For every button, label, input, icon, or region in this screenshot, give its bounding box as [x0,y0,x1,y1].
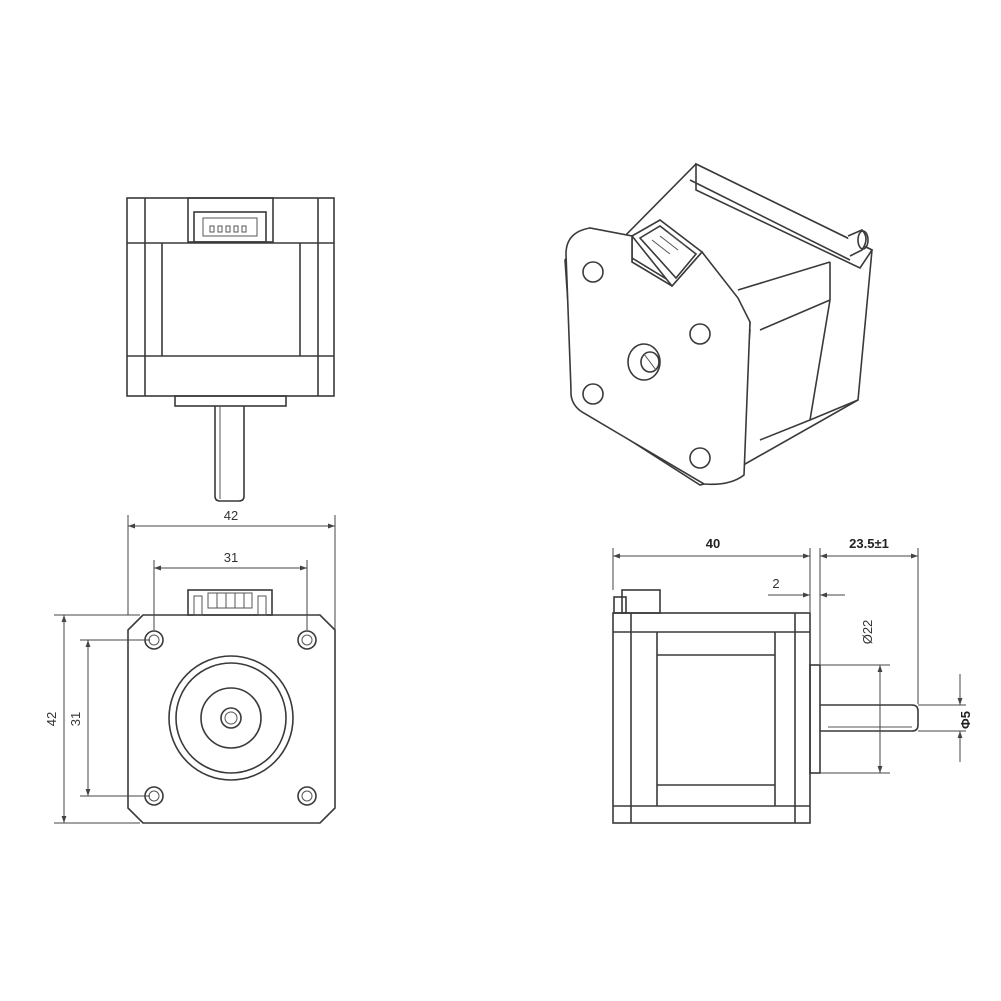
side-view [612,589,919,824]
mounting-hole [297,786,317,806]
dim-boss-thickness: 2 [772,576,779,591]
shaft-top-view [214,406,245,502]
dim-front-height: 42 [44,712,59,726]
connector-front-view [187,589,273,616]
front-dimensions [54,515,336,824]
dim-body-length: 40 [706,536,720,551]
dim-hole-pitch-horizontal: 31 [224,550,238,565]
shaft-side-view [820,704,919,732]
dim-front-width: 42 [224,508,238,523]
connector-top-view [187,197,274,243]
isometric-view [564,162,874,486]
boss-inner [175,662,287,774]
dim-hole-pitch-vertical: 31 [68,712,83,726]
top-view [126,197,335,502]
dim-shaft-diameter: Φ5 [958,711,973,729]
side-dimensions [612,548,966,774]
dim-boss-diameter: Ø22 [860,620,875,645]
dim-shaft-length: 23.5±1 [849,536,889,551]
mounting-hole [297,630,317,650]
boss-side-view [809,664,821,774]
shaft-iso [847,229,869,257]
front-view [127,589,336,824]
connector-iso [630,219,704,288]
shaft-end [220,707,242,729]
boss-outer [168,655,294,781]
connector-side-view [613,589,661,614]
